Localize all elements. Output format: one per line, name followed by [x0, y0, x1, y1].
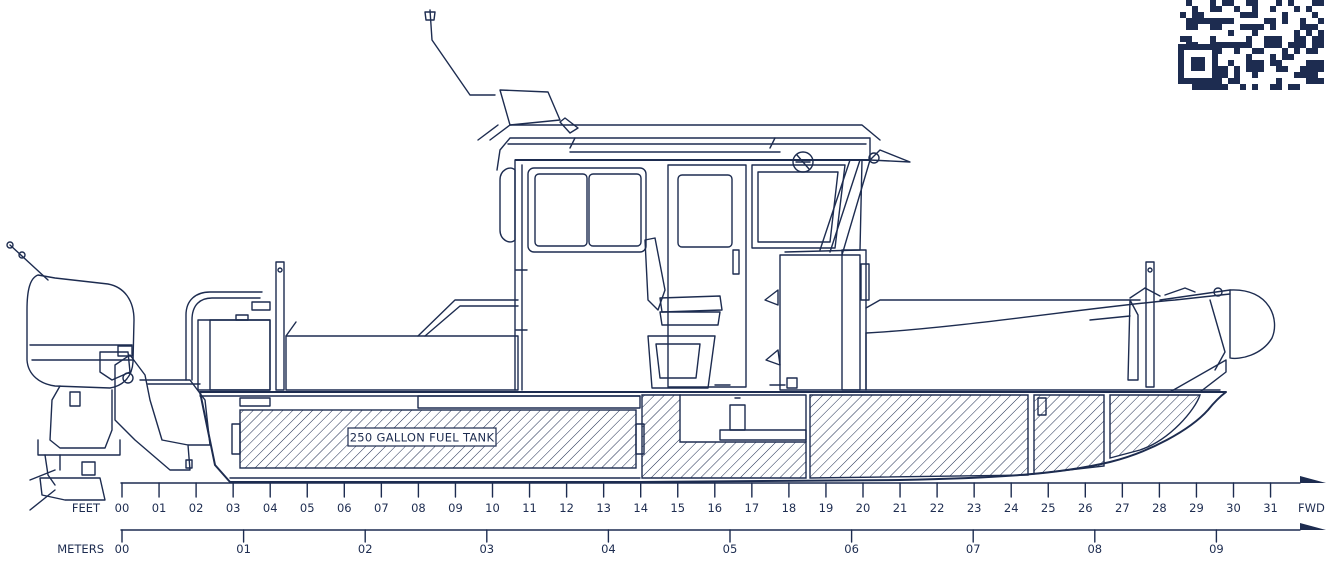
fwd-label: FWD [1298, 501, 1325, 515]
feet-tick-label: 09 [448, 501, 463, 515]
feet-tick-label: 07 [374, 501, 389, 515]
feet-tick-label: 16 [707, 501, 722, 515]
fuel-tank-label: 250 GALLON FUEL TANK [347, 427, 497, 447]
bow-rails [865, 261, 1276, 391]
feet-tick-label: 00 [115, 501, 130, 515]
feet-tick-label: 20 [856, 501, 871, 515]
cockpit-deck [199, 299, 641, 397]
meter-tick-label: 02 [358, 542, 373, 556]
feet-tick-label: 28 [1152, 501, 1167, 515]
meter-tick-label: 06 [844, 542, 859, 556]
meter-tick-label: 09 [1209, 542, 1224, 556]
feet-scale: FEET FWD 00 01 02 03 04 05 06 07 08 09 10 11 12 13 14 1… [72, 476, 1326, 515]
feet-tick-label: 31 [1263, 501, 1278, 515]
meter-tick-label: 00 [115, 542, 130, 556]
meter-tick-label: 05 [723, 542, 738, 556]
feet-tick-label: 30 [1226, 501, 1241, 515]
meter-tick-label: 01 [236, 542, 251, 556]
feet-tick-label: 18 [782, 501, 797, 515]
outboard-motor [6, 241, 135, 511]
fuel-tank-label-text: 250 GALLON FUEL TANK [350, 431, 495, 445]
feet-tick-label: 27 [1115, 501, 1130, 515]
cabin [424, 9, 911, 391]
feet-tick-label: 21 [893, 501, 908, 515]
feet-tick-label: 19 [819, 501, 834, 515]
feet-tick-label: 29 [1189, 501, 1204, 515]
meter-tick-label: 03 [479, 542, 494, 556]
feet-tick-label: 11 [522, 501, 537, 515]
feet-tick-label: 26 [1078, 501, 1093, 515]
feet-scale-label: FEET [72, 501, 101, 515]
feet-tick-label: 04 [263, 501, 278, 515]
aft-rails [185, 261, 285, 391]
feet-tick-label: 24 [1004, 501, 1019, 515]
qr-code-icon [1178, 0, 1324, 90]
hull [199, 359, 1227, 483]
meter-tick-label: 07 [966, 542, 981, 556]
transom-bracket [114, 354, 211, 471]
feet-tick-label: 01 [152, 501, 167, 515]
meter-tick-label: 08 [1087, 542, 1102, 556]
feet-tick-label: 10 [485, 501, 500, 515]
meters-scale: METERS 00 01 02 03 04 05 06 07 08 09 [57, 523, 1326, 556]
feet-tick-label: 13 [596, 501, 611, 515]
feet-tick-label: 03 [226, 501, 241, 515]
feet-tick-label: 25 [1041, 501, 1056, 515]
feet-tick-label: 17 [745, 501, 760, 515]
feet-tick-label: 06 [337, 501, 352, 515]
meters-scale-label: METERS [57, 542, 104, 556]
feet-tick-label: 05 [300, 501, 315, 515]
feet-tick-label: 02 [189, 501, 204, 515]
feet-tick-label: 08 [411, 501, 426, 515]
feet-tick-label: 14 [633, 501, 648, 515]
meter-tick-label: 04 [601, 542, 616, 556]
feet-tick-label: 12 [559, 501, 574, 515]
feet-tick-label: 15 [670, 501, 685, 515]
feet-tick-label: 22 [930, 501, 945, 515]
feet-tick-label: 23 [967, 501, 982, 515]
